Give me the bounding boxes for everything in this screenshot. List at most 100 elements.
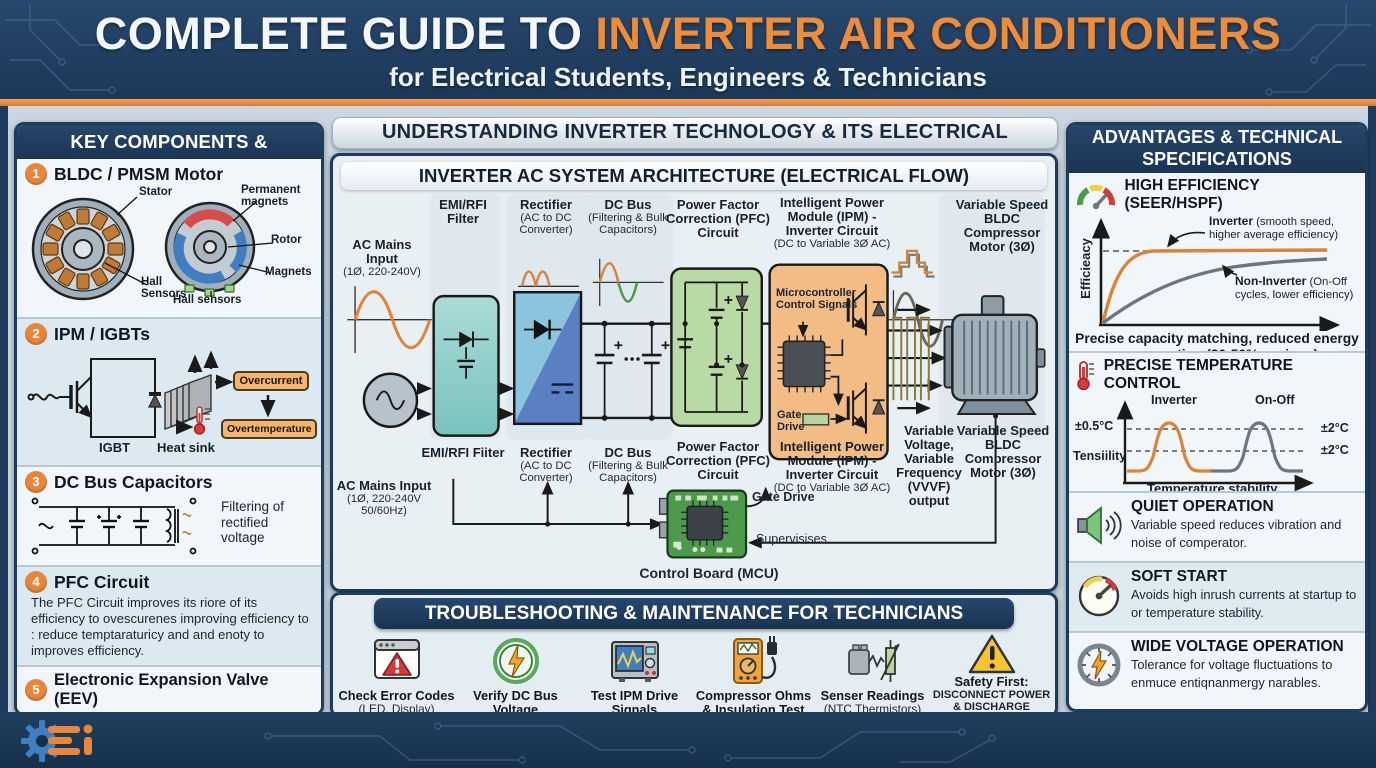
ts-item-safety: Safety First: DISCONNECT POWER & DISCHAR… — [932, 631, 1051, 715]
thermometer-icon — [1077, 361, 1094, 390]
gate-drive-label: Gate Drive — [752, 490, 815, 504]
header: COMPLETE GUIDE TO INVERTER AIR CONDITION… — [0, 0, 1376, 100]
advantage-wide-voltage: WIDE VOLTAGE OPERATION Tolerance for vol… — [1069, 631, 1365, 703]
igbt-label: IGBT — [99, 440, 131, 455]
overtemperature-tag: Overtemperature — [221, 419, 317, 439]
temp-right-bottom: ±2°C — [1321, 443, 1349, 457]
efficiency-chart-svg — [1091, 217, 1341, 331]
temperature-chart: Inverter On-Off ±0.5°C Tensiility ±2°C ±… — [1073, 393, 1361, 491]
item-number: 5 — [25, 679, 47, 701]
ts-item-compressor-test: Compressor Ohms & Insulation Test — [694, 631, 813, 715]
capacitor-schematic: Filtering of rectified voltage — [25, 493, 313, 557]
temp-label-onoff: On-Off — [1255, 393, 1295, 407]
header-divider — [0, 99, 1376, 106]
motor-label-permanent-magnets: Permanent magnets — [241, 184, 301, 208]
advantage-high-efficiency: HIGH EFFICIENCY (SEER/HSPF) Efficieacy I… — [1069, 173, 1365, 351]
advantage-soft-start: SOFT START Avoids high inrush currents a… — [1069, 561, 1365, 631]
arch-bottom-label-emi: EMI/RFI Fiiter — [421, 445, 505, 460]
arch-top-label-motor: Variable Speed BLDC Compressor Motor (3Ø… — [955, 197, 1049, 255]
igbt-diagram-svg — [27, 350, 276, 438]
efficiency-caption: Precise capacity matching, reduced energ… — [1075, 331, 1359, 351]
temp-y-bottom: Tensiility — [1073, 449, 1127, 463]
page-title: COMPLETE GUIDE TO INVERTER AIR CONDITION… — [94, 8, 1282, 59]
speaker-icon — [1077, 506, 1122, 545]
igbt-diagram: Overcurrent Overtemperature IGBT Heat si… — [25, 345, 317, 457]
advantages-panel: ADVANTAGES & TECHNICAL SPECIFICATIONS HI… — [1066, 122, 1368, 712]
gate-drive-ipm-label: Gate Drive — [777, 409, 805, 433]
arch-top-label-emi: EMI/RFI Filter — [439, 197, 487, 227]
capacitor-caption: Filtering of rectified voltage — [221, 499, 285, 546]
efficiency-chart: Efficieacy Inverter (smooth speed, highe… — [1073, 213, 1361, 331]
advantage-temp-control: PRECISE TEMPERATURE CONTROL Inverter On-… — [1069, 351, 1365, 491]
motor-cross-section-diagram: Stator Hall Sensors Permanent magnets Ro… — [25, 184, 313, 307]
motor-label-hall-sensors-2: Hall sensors — [173, 294, 242, 306]
efficiency-ylabel: Efficieacy — [1077, 238, 1093, 299]
motor-diagram-svg — [31, 196, 274, 301]
supervises-label: Supervisises — [756, 532, 827, 546]
temp-right-top: ±2°C — [1321, 421, 1349, 435]
motor-label-rotor: Rotor — [271, 234, 302, 246]
arch-top-label-rectifier: Rectifier(AC to DC Converter) — [519, 197, 573, 237]
circuit-pattern — [1245, 5, 1371, 96]
arch-bottom-label-ipm: Intelligent Power Module (IPM) - Inverte… — [773, 439, 891, 495]
dc-voltage-icon — [492, 638, 539, 684]
speedometer-icon — [1078, 575, 1120, 617]
component-pfc-circuit: 4 PFC Circuit The PFC Circuit improves i… — [17, 565, 321, 665]
item-number: 3 — [25, 471, 47, 493]
arch-bottom-label-rectifier: Rectifier(AC to DC Converter) — [519, 445, 573, 485]
troubleshooting-items: Check Error Codes (LED, Display) Verify … — [337, 631, 1051, 715]
item-number: 4 — [25, 571, 47, 593]
key-components-title: KEY COMPONENTS & FUNCTIONS — [17, 125, 321, 186]
error-window-icon — [373, 639, 420, 679]
overcurrent-tag: Overcurrent — [233, 371, 309, 391]
architecture-title: INVERTER AC SYSTEM ARCHITECTURE (ELECTRI… — [341, 162, 1047, 190]
temperature-chart-svg — [1117, 400, 1314, 491]
temp-y-top: ±0.5°C — [1075, 419, 1114, 433]
arch-top-label-ipm: Intelligent Power Module (IPM) - Inverte… — [773, 195, 891, 251]
item-number: 2 — [25, 323, 47, 345]
control-board-label: Control Board (MCU) — [639, 565, 779, 581]
advantage-quiet-operation: QUIET OPERATION Variable speed reduces v… — [1069, 491, 1365, 561]
capacitor-schematic-svg — [31, 497, 197, 555]
temp-label-inverter: Inverter — [1151, 393, 1197, 407]
component-eev: 5 Electronic Expansion Valve (EEV) Preci… — [17, 665, 321, 713]
voltage-gauge-icon — [1077, 643, 1121, 687]
troubleshooting-title: TROUBLESHOOTING & MAINTENANCE FOR TECHNI… — [374, 598, 1014, 629]
legend-non-inverter: Non-Inverter (On-Off cycles, lower effic… — [1235, 274, 1354, 301]
arch-bottom-label-dcbus: DC Bus(Filtering & Bulk Capacitors) — [588, 445, 668, 485]
multimeter-icon — [732, 636, 777, 684]
warning-icon — [968, 634, 1015, 674]
troubleshooting-panel: TROUBLESHOOTING & MAINTENANCE FOR TECHNI… — [330, 592, 1058, 718]
component-bldc-motor: 1 BLDC / PMSM Motor — [17, 159, 321, 317]
ac-input-top-label: AC Mains Input(1Ø, 220-240V) — [343, 237, 421, 279]
arch-top-label-dcbus: DC Bus(Filtering & Bulk Capacitors) — [588, 197, 668, 237]
ts-item-dc-voltage: Verify DC Bus Voltage — [456, 631, 575, 715]
item-number: 1 — [25, 163, 47, 185]
motor-label-magnets: Magnets — [265, 266, 312, 278]
ac-input-bottom-label: AC Mains Input(1Ø, 220-240V 50/60Hz) — [336, 478, 432, 518]
architecture-diagram: AC Mains Input(1Ø, 220-240V) EMI/RFI Fil… — [336, 192, 1052, 582]
arch-bottom-label-pfc: Power Factor Correction (PFC) Circuit — [666, 439, 770, 483]
thermistor-icon — [847, 640, 900, 682]
architecture-svg — [347, 193, 1046, 559]
arch-label-vvvf: Variable Voltage, Variable Frequency (VV… — [896, 423, 962, 509]
ts-item-error-codes: Check Error Codes (LED, Display) — [337, 631, 456, 715]
legend-inverter: Inverter (smooth speed, higher average e… — [1209, 214, 1339, 241]
motor-label-stator: Stator — [139, 186, 173, 198]
architecture-panel: INVERTER AC SYSTEM ARCHITECTURE (ELECTRI… — [330, 153, 1058, 592]
key-components-panel: KEY COMPONENTS & FUNCTIONS 1 BLDC / PMSM… — [14, 122, 324, 716]
ts-item-sensor-readings: Senser Readings (NTC Thermistors) — [813, 631, 932, 715]
circuit-pattern — [5, 5, 126, 94]
temp-xlabel: Temperature stability — [1147, 481, 1278, 491]
motor-label-hall-sensors: Hall Sensors — [141, 276, 187, 300]
mcu-signals-label: Microcontroller Control Signals — [776, 287, 858, 311]
advantages-title: ADVANTAGES & TECHNICAL SPECIFICATIONS — [1069, 125, 1365, 173]
circuit-pattern — [264, 722, 996, 764]
section-band-title: UNDERSTANDING INVERTER TECHNOLOGY & ITS … — [332, 117, 1058, 172]
pfc-description: The PFC Circuit improves its riore of it… — [31, 595, 309, 658]
arch-bottom-label-motor: Variable Speed BLDC Compressor Motor (3Ø… — [956, 423, 1050, 481]
component-dc-bus-capacitors: 3 DC Bus Capacitors — [17, 465, 321, 565]
page-subtitle: for Electrical Students, Engineers & Tec… — [389, 62, 987, 92]
arch-top-label-pfc: Power Factor Correction (PFC) Circuit — [666, 197, 770, 241]
